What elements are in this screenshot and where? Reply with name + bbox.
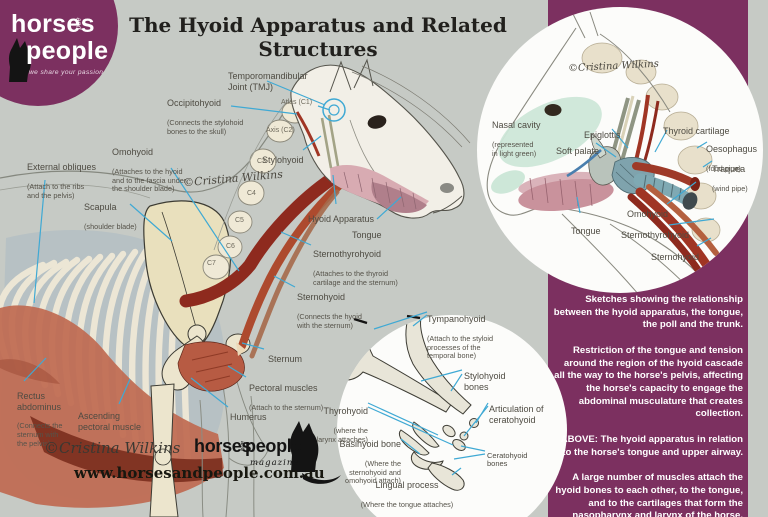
logo-word-and: and (74, 17, 82, 30)
panel-paragraph-3: ABOVE: The hyoid apparatus in relation t… (560, 433, 743, 458)
label-tongue-inset: Tongue (571, 226, 601, 237)
label-omohyoid: Omohyoid (Attaches to the hyoid and to t… (112, 147, 187, 194)
label-c6: C6 (226, 243, 235, 250)
label-pectoral-muscles: Pectoral muscles (Attach to the sternum) (249, 383, 324, 413)
page-title: The Hyoid Apparatus and Related Structur… (129, 13, 507, 61)
website-url: www.horsesandpeople.com.au (74, 464, 325, 482)
label-scapula: Scapula (shoulder blade) (84, 202, 137, 232)
label-c3: C3 (257, 158, 266, 165)
label-lingual-process: Lingual process (Where the tongue attach… (360, 480, 454, 510)
label-traquea: Traquea (wind pipe) (712, 164, 748, 194)
label-thyrohyoid: Thyrohyoid (where the larynx attaches) (316, 406, 368, 444)
footer-logo-magazine: magazine (250, 458, 300, 468)
logo-word-horses: horses (11, 10, 95, 38)
label-sternum: Sternum (268, 354, 303, 365)
side-panel-text: Sketches showing the relationship betwee… (551, 294, 743, 517)
label-external-obliques: External obliques (Attach to the ribs an… (27, 162, 97, 200)
logo-horse-head-icon (8, 38, 32, 82)
footer-logo-people: people (245, 436, 302, 456)
label-c5: C5 (235, 217, 244, 224)
panel-paragraph-1: Sketches showing the relationship betwee… (553, 294, 743, 331)
label-hyoid-apparatus: Hyoid Apparatus (308, 214, 375, 225)
label-oesophagus: Oesophagus (food pipe) (706, 144, 758, 174)
label-omohyoid-inset: Omohyoid (627, 209, 669, 220)
label-sternothyrohyoid: Sternothyrohyoid (Attaches to the thyroi… (313, 249, 398, 287)
label-thyroid-cartilage: Thyroid cartilage (663, 126, 730, 137)
label-sternothyrohyoid-inset: Sternothyrohyoid (621, 230, 690, 241)
leader-lines (23, 80, 715, 476)
label-c4: C4 (247, 190, 256, 197)
panel-paragraph-2: Restriction of the tongue and tension ar… (554, 344, 743, 420)
footer-horse-head-icon (290, 421, 341, 484)
label-articulation-ceratohyoid: Articulation of ceratohyoid (489, 404, 544, 425)
label-humerus: Humerus (230, 412, 267, 423)
label-occipitohyoid: Occipitohyoid (Connects the stylohoid bo… (167, 98, 244, 136)
label-nasal-cavity: Nasal cavity (represented in light green… (492, 120, 541, 158)
logo-tagline: we share your passion (29, 69, 104, 76)
footer-logo-horses: horses (194, 436, 252, 456)
label-stylohyoid: Stylohyoid (262, 155, 304, 166)
head-inset (477, 7, 763, 293)
label-tongue: Tongue (352, 230, 382, 241)
label-soft-palate: Soft palate (556, 146, 600, 157)
label-epiglottis: Epiglottis (584, 130, 621, 141)
label-sternohyoid: Sternohyoid (Connects the hyoid with the… (297, 292, 362, 330)
label-axis-c2: Axis (C2) (266, 127, 295, 134)
label-atlas-c1: Atlas (C1) (281, 99, 313, 106)
main-horse-figure (0, 58, 471, 517)
label-sternohyoid-inset: Sternohyoid (651, 252, 700, 263)
label-rectus-abdominus: Rectus abdominus (Connects the sternum w… (17, 391, 63, 448)
logo-word-people: people (26, 37, 109, 65)
label-c7: C7 (207, 260, 216, 267)
label-ceratohyoid-bones: Ceratohyoid bones (487, 450, 528, 469)
logo-circle (0, 0, 118, 106)
label-ascending-pectoral: Ascending pectoral muscle (78, 411, 142, 432)
credit-artist: ©Cristina Wilkins (44, 439, 181, 457)
label-tmj: Temporomandibular Joint (TMJ) (228, 71, 308, 92)
label-stylohyoid-bones: Stylohyoid bones (464, 371, 506, 392)
label-basihyoid: Basihyoid bone (Where the sternohyoid an… (339, 439, 401, 486)
panel-paragraph-4: A large number of muscles attach the hyo… (555, 472, 743, 517)
label-tympanohyoid: Tympanohyoid (Attach to the styloid proc… (427, 314, 494, 361)
